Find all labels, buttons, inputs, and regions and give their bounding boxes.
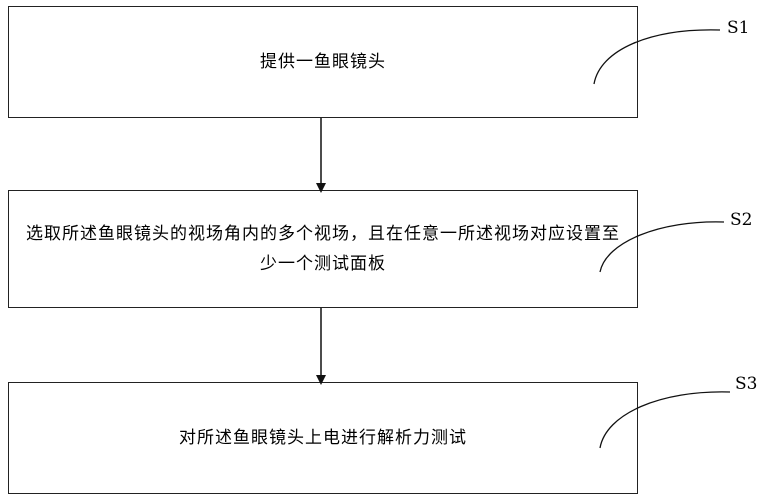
leader-s3	[599, 391, 731, 449]
step-label-s2: S2	[730, 210, 753, 230]
leader-s2	[599, 221, 725, 273]
step-text-s2: 选取所述鱼眼镜头的视场角内的多个视场，且在任意一所述视场对应设置至少一个测试面板	[26, 224, 620, 274]
step-label-s3: S3	[735, 374, 758, 394]
step-text-s1: 提供一鱼眼镜头	[260, 52, 386, 72]
step-label-s1: S1	[727, 18, 750, 38]
step-text-s3: 对所述鱼眼镜头上电进行解析力测试	[179, 428, 467, 448]
step-box-s1: 提供一鱼眼镜头	[8, 6, 638, 118]
leader-s1	[593, 29, 721, 85]
